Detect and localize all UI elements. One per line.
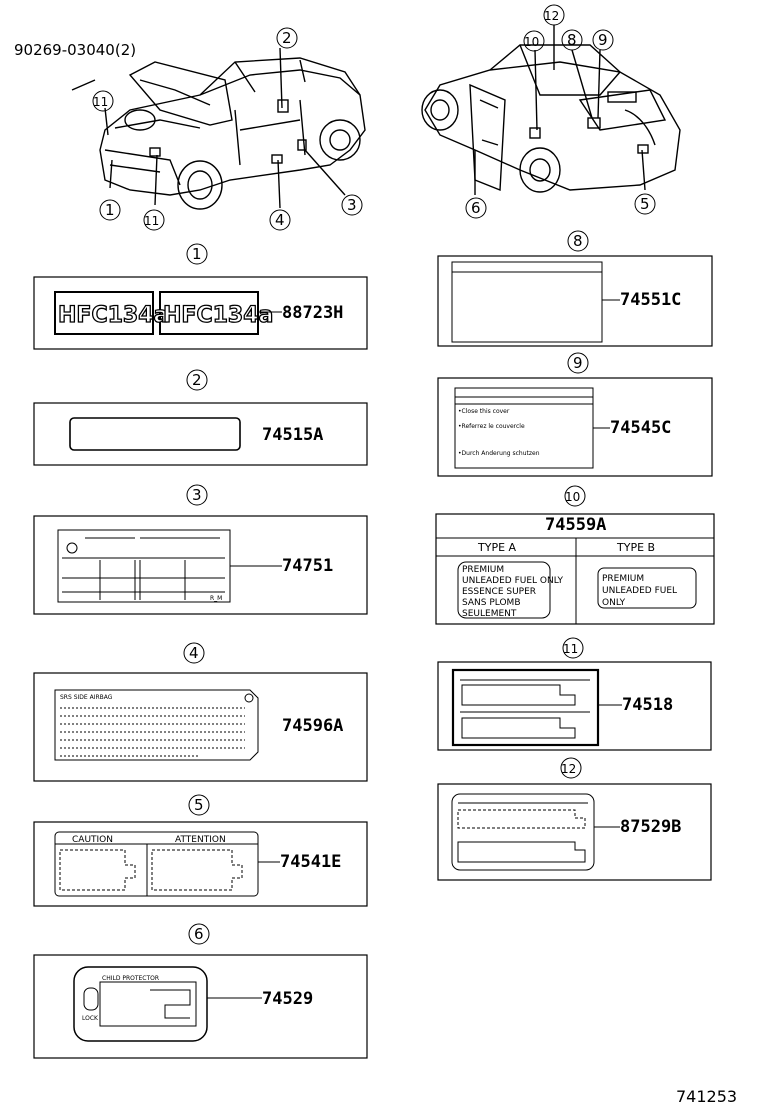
svg-text:11: 11 xyxy=(563,642,578,656)
top-part-number: 90269-03040(2) xyxy=(14,41,136,59)
svg-text:74541E: 74541E xyxy=(280,852,341,872)
svg-text:R_M: R_M xyxy=(210,595,222,602)
svg-text:•Close this cover: •Close this cover xyxy=(458,408,510,415)
svg-text:74596A: 74596A xyxy=(282,716,343,736)
svg-text:1: 1 xyxy=(192,245,202,263)
svg-text:8: 8 xyxy=(573,232,583,250)
svg-text:87529B: 87529B xyxy=(620,817,681,837)
svg-text:74518: 74518 xyxy=(622,695,673,715)
diagram-id: 741253 xyxy=(676,1087,737,1106)
svg-text:12: 12 xyxy=(561,762,576,776)
label-12: 12 87529B xyxy=(437,757,712,881)
svg-text:74529: 74529 xyxy=(262,989,313,1009)
svg-text:9: 9 xyxy=(598,31,608,49)
svg-text:LOCK: LOCK xyxy=(82,1015,99,1022)
svg-text:1: 1 xyxy=(105,201,115,219)
svg-text:PREMIUM: PREMIUM xyxy=(462,565,504,575)
svg-text:•Referrez le couvercle: •Referrez le couvercle xyxy=(458,423,525,430)
svg-text:3: 3 xyxy=(347,196,357,214)
svg-text:4: 4 xyxy=(189,644,199,662)
callouts-rear: 12 10 8 9 6 5 xyxy=(465,4,656,219)
svg-text:74545C: 74545C xyxy=(610,418,671,438)
svg-text:HFC134a: HFC134a xyxy=(163,303,273,328)
callouts-front: 2 11 1 11 4 3 xyxy=(92,27,363,231)
svg-text:5: 5 xyxy=(194,796,204,814)
svg-text:SEULEMENT: SEULEMENT xyxy=(462,609,517,619)
svg-text:2: 2 xyxy=(192,371,202,389)
rear-car-illustration xyxy=(421,25,681,195)
svg-text:74751: 74751 xyxy=(282,556,333,576)
svg-text:HFC134a: HFC134a xyxy=(58,303,168,328)
svg-text:8: 8 xyxy=(567,31,577,49)
label-11: 11 74518 xyxy=(437,637,712,751)
svg-text:9: 9 xyxy=(573,354,583,372)
svg-text:UNLEADED FUEL: UNLEADED FUEL xyxy=(602,586,677,596)
svg-text:10: 10 xyxy=(524,35,539,49)
svg-text:PREMIUM: PREMIUM xyxy=(602,574,644,584)
svg-text:11: 11 xyxy=(144,214,159,228)
svg-text:CAUTION: CAUTION xyxy=(72,835,113,845)
label-10: 10 74559A TYPE A TYPE B PREMIUM UNLEADED… xyxy=(435,485,715,625)
label-5: 5 CAUTION ATTENTION 74541E xyxy=(33,794,368,907)
label-6: 6 CHILD PROTECTOR LOCK 74529 xyxy=(33,923,368,1059)
label-3: 3 74751 R_M xyxy=(33,484,368,615)
svg-text:6: 6 xyxy=(194,925,204,943)
label-2: 2 74515A xyxy=(33,369,368,466)
svg-text:88723H: 88723H xyxy=(282,303,343,323)
label-8: 8 74551C xyxy=(437,230,713,347)
svg-text:SRS SIDE AIRBAG: SRS SIDE AIRBAG xyxy=(60,694,113,701)
svg-text:11: 11 xyxy=(93,95,108,109)
svg-text:ONLY: ONLY xyxy=(602,598,626,608)
svg-text:•Durch Anderung schutzen: •Durch Anderung schutzen xyxy=(458,450,540,457)
svg-text:3: 3 xyxy=(192,486,202,504)
label-1: 1 HFC134a HFC134a 88723H xyxy=(33,243,368,350)
svg-text:12: 12 xyxy=(544,9,559,23)
svg-text:74559A: 74559A xyxy=(545,515,606,535)
svg-text:5: 5 xyxy=(640,195,650,213)
svg-text:UNLEADED FUEL ONLY: UNLEADED FUEL ONLY xyxy=(462,576,564,586)
svg-text:74515A: 74515A xyxy=(262,425,323,445)
svg-text:TYPE B: TYPE B xyxy=(616,541,655,554)
svg-text:10: 10 xyxy=(565,490,580,504)
svg-text:ESSENCE SUPER: ESSENCE SUPER xyxy=(462,587,536,597)
svg-text:SANS PLOMB: SANS PLOMB xyxy=(462,598,521,608)
svg-text:ATTENTION: ATTENTION xyxy=(175,835,226,845)
svg-text:CHILD PROTECTOR: CHILD PROTECTOR xyxy=(102,975,159,982)
svg-text:6: 6 xyxy=(471,199,481,217)
svg-text:4: 4 xyxy=(275,211,285,229)
svg-text:74551C: 74551C xyxy=(620,290,681,310)
svg-text:TYPE A: TYPE A xyxy=(477,541,517,554)
svg-text:2: 2 xyxy=(282,29,292,47)
front-car-illustration xyxy=(71,47,366,210)
label-4: 4 SRS SIDE AIRBAG 74596A xyxy=(33,642,368,782)
label-9: 9 •Close this cover •Referrez le couverc… xyxy=(437,352,713,477)
